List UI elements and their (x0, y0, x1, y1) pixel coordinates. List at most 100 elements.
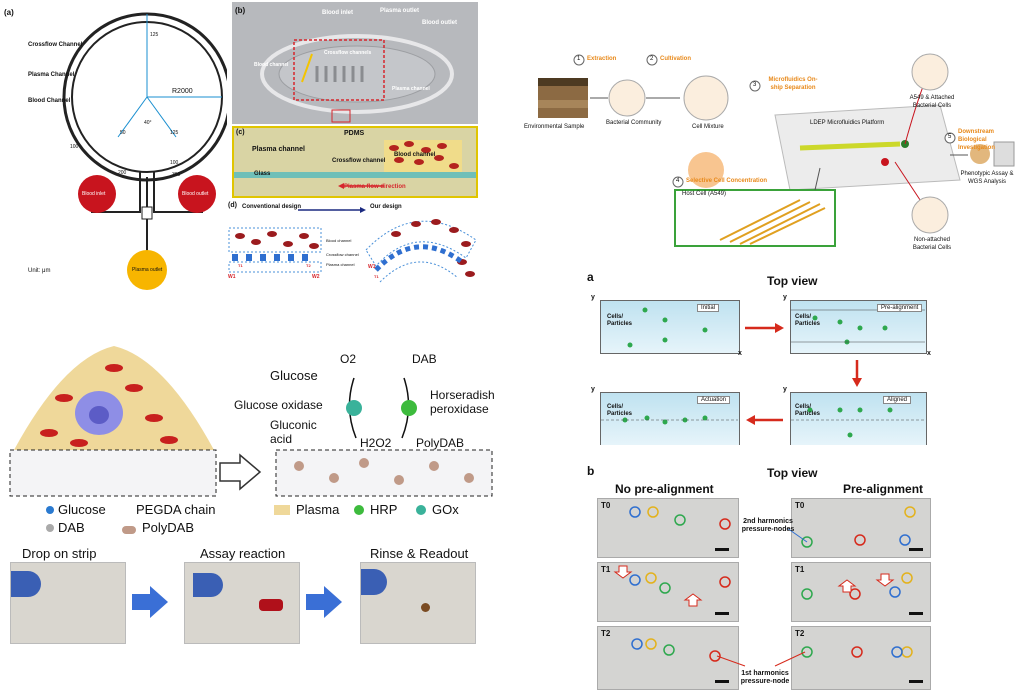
blood-outlet-label: Blood outlet (182, 191, 209, 197)
radius-label: R2000 (172, 88, 193, 95)
d-crossflow-channel: Crossflow channel (326, 252, 359, 257)
dim-100b-label: 100 (170, 160, 179, 166)
attached-label: A549 & Attached Bacterial Cells (909, 95, 955, 109)
gox-structure (346, 400, 362, 416)
plasma-outlet-label: Plasma outlet (132, 267, 163, 273)
legend-hrp: HRP (370, 502, 398, 517)
arrow-3 (814, 167, 821, 191)
conv-rbc (235, 231, 319, 249)
crossflow-channel-cs: Crossflow channel (332, 158, 386, 164)
initial-tag: Initial (697, 304, 720, 312)
yellow-pointer (301, 53, 313, 83)
panel-b2-tag: b (587, 464, 595, 478)
our-design-label: Our design (370, 204, 402, 210)
rbc-cross (389, 141, 459, 169)
d-plasma-channel: Plasma channel (326, 262, 355, 267)
x-axis-1: x (738, 350, 742, 357)
cell-nucleus (89, 406, 109, 424)
panel-d-tag: (d) (228, 202, 237, 209)
tile-pre-t1 (791, 562, 931, 622)
glass-layer (234, 172, 476, 178)
gox-enzyme-label: Glucose oxidase (234, 398, 323, 412)
blood-region (384, 140, 462, 172)
hydrogel-box-1 (9, 449, 217, 497)
h2o2-label: H2O2 (360, 436, 392, 450)
polydab-rxn-label: PolyDAB (416, 436, 465, 450)
petri-dish (970, 144, 990, 164)
render-blood-channel: Blood channel (254, 62, 289, 68)
panel-b-3d-render: (b) Blood inlet Plasma outlet Blood outl… (232, 2, 478, 124)
cells-label-2: Cells/ Particles (795, 314, 821, 327)
photo-assay-reaction (184, 562, 300, 644)
photo-rinse-readout (360, 562, 476, 644)
nonattached-label: Non-attached Bacterial Cells (912, 237, 952, 251)
dim-125b-label: 125 (170, 130, 179, 136)
our-plasma-arc (379, 261, 459, 283)
conv-plasma-band (228, 261, 322, 273)
panel-c-cross-section: (c) PDMS Plasma channel Crossflow channe… (232, 126, 478, 198)
cross-section-svg (338, 141, 459, 189)
concentration-box (674, 189, 836, 247)
plasma-channel-label: Plasma Channel (28, 72, 75, 78)
particles-aligned (807, 407, 893, 438)
polydab-legend-icon (122, 526, 136, 534)
blood-inlet-label: Blood inlet (82, 191, 106, 197)
dim-300-label: 300 (172, 172, 181, 178)
photo-arrow-1 (132, 586, 168, 618)
t1-label: T1 (238, 263, 243, 268)
workflow-svg (538, 53, 1015, 247)
hydrogel-box-2 (275, 449, 493, 497)
node-pointer-1st-a (716, 655, 746, 667)
y-axis-3: y (591, 386, 595, 393)
y-axis-4: y (783, 386, 787, 393)
plasma-channel-cs: Plasma channel (252, 146, 305, 153)
second-harmonic-label: 2nd harmonics pressure-nodes (741, 518, 795, 533)
top-view-svg (601, 307, 925, 438)
panel-c-tag: (c) (236, 129, 245, 136)
workflow-diagram: 1 2 3 4 5 Extraction Cultivation Microfl… (520, 50, 1020, 260)
tile-pre-t2 (791, 626, 931, 690)
conv-crossflow-blocks (232, 254, 308, 261)
y-axis-2: y (783, 294, 787, 301)
gloved-finger (11, 571, 41, 597)
scale-bars (715, 548, 923, 683)
zoom-box (293, 39, 385, 101)
render-ring (260, 34, 454, 114)
conventional-label: Conventional design (242, 204, 302, 210)
step-number-circles (573, 54, 956, 188)
glass-label: Glass (254, 171, 271, 177)
top-view-title-b: Top view (767, 466, 818, 480)
cell-mixture-label: Cell Mixture (692, 124, 724, 130)
y-axis-1: y (591, 294, 595, 301)
step-drop-label: Drop on strip (22, 546, 97, 561)
panel-a2-tag: a (587, 270, 594, 284)
render-svg (260, 34, 454, 123)
microscopy-svg (613, 506, 923, 683)
render-crossflow-label: Crossflow channels (324, 50, 372, 56)
glucose-legend-dot (46, 506, 54, 514)
blood-channel-label: Blood Channel (28, 98, 71, 104)
step-1-num: 1 (577, 56, 581, 62)
attached-circle (911, 53, 949, 91)
concentration-lines (719, 199, 826, 245)
legend-plasma: Plasma (296, 502, 340, 517)
d-blood-channel: Blood channel (326, 238, 352, 243)
t1-right: T1 (795, 565, 805, 574)
hrp-enzyme-label: Horseradish peroxidase (430, 388, 495, 416)
panel-a-device-schematic: (a) Crossflow Channel Plasma Channel Blo… (2, 2, 227, 292)
step-5-label: Downstream Biological Investigation (958, 129, 996, 151)
glucose-assay-panel: Glucose O2 DAB Glucose oxidase Horseradi… (4, 338, 516, 694)
our-crossflow-arc (374, 244, 464, 272)
chip-outlet-red (881, 158, 889, 166)
t0-right: T0 (795, 501, 805, 510)
nonattached-circle (911, 196, 949, 234)
t1-left: T1 (601, 565, 611, 574)
render-plasma-channel: Plasma channel (392, 86, 430, 92)
node-pointer-2nd (786, 527, 808, 543)
legend-glucose: Glucose (58, 502, 106, 517)
junction-box (141, 206, 153, 220)
plasma-outlet-circle (127, 250, 167, 290)
polydab-clusters (294, 458, 474, 485)
blood-channel-cs: Blood channel (394, 152, 436, 158)
blood-outlet-circle (178, 175, 216, 213)
